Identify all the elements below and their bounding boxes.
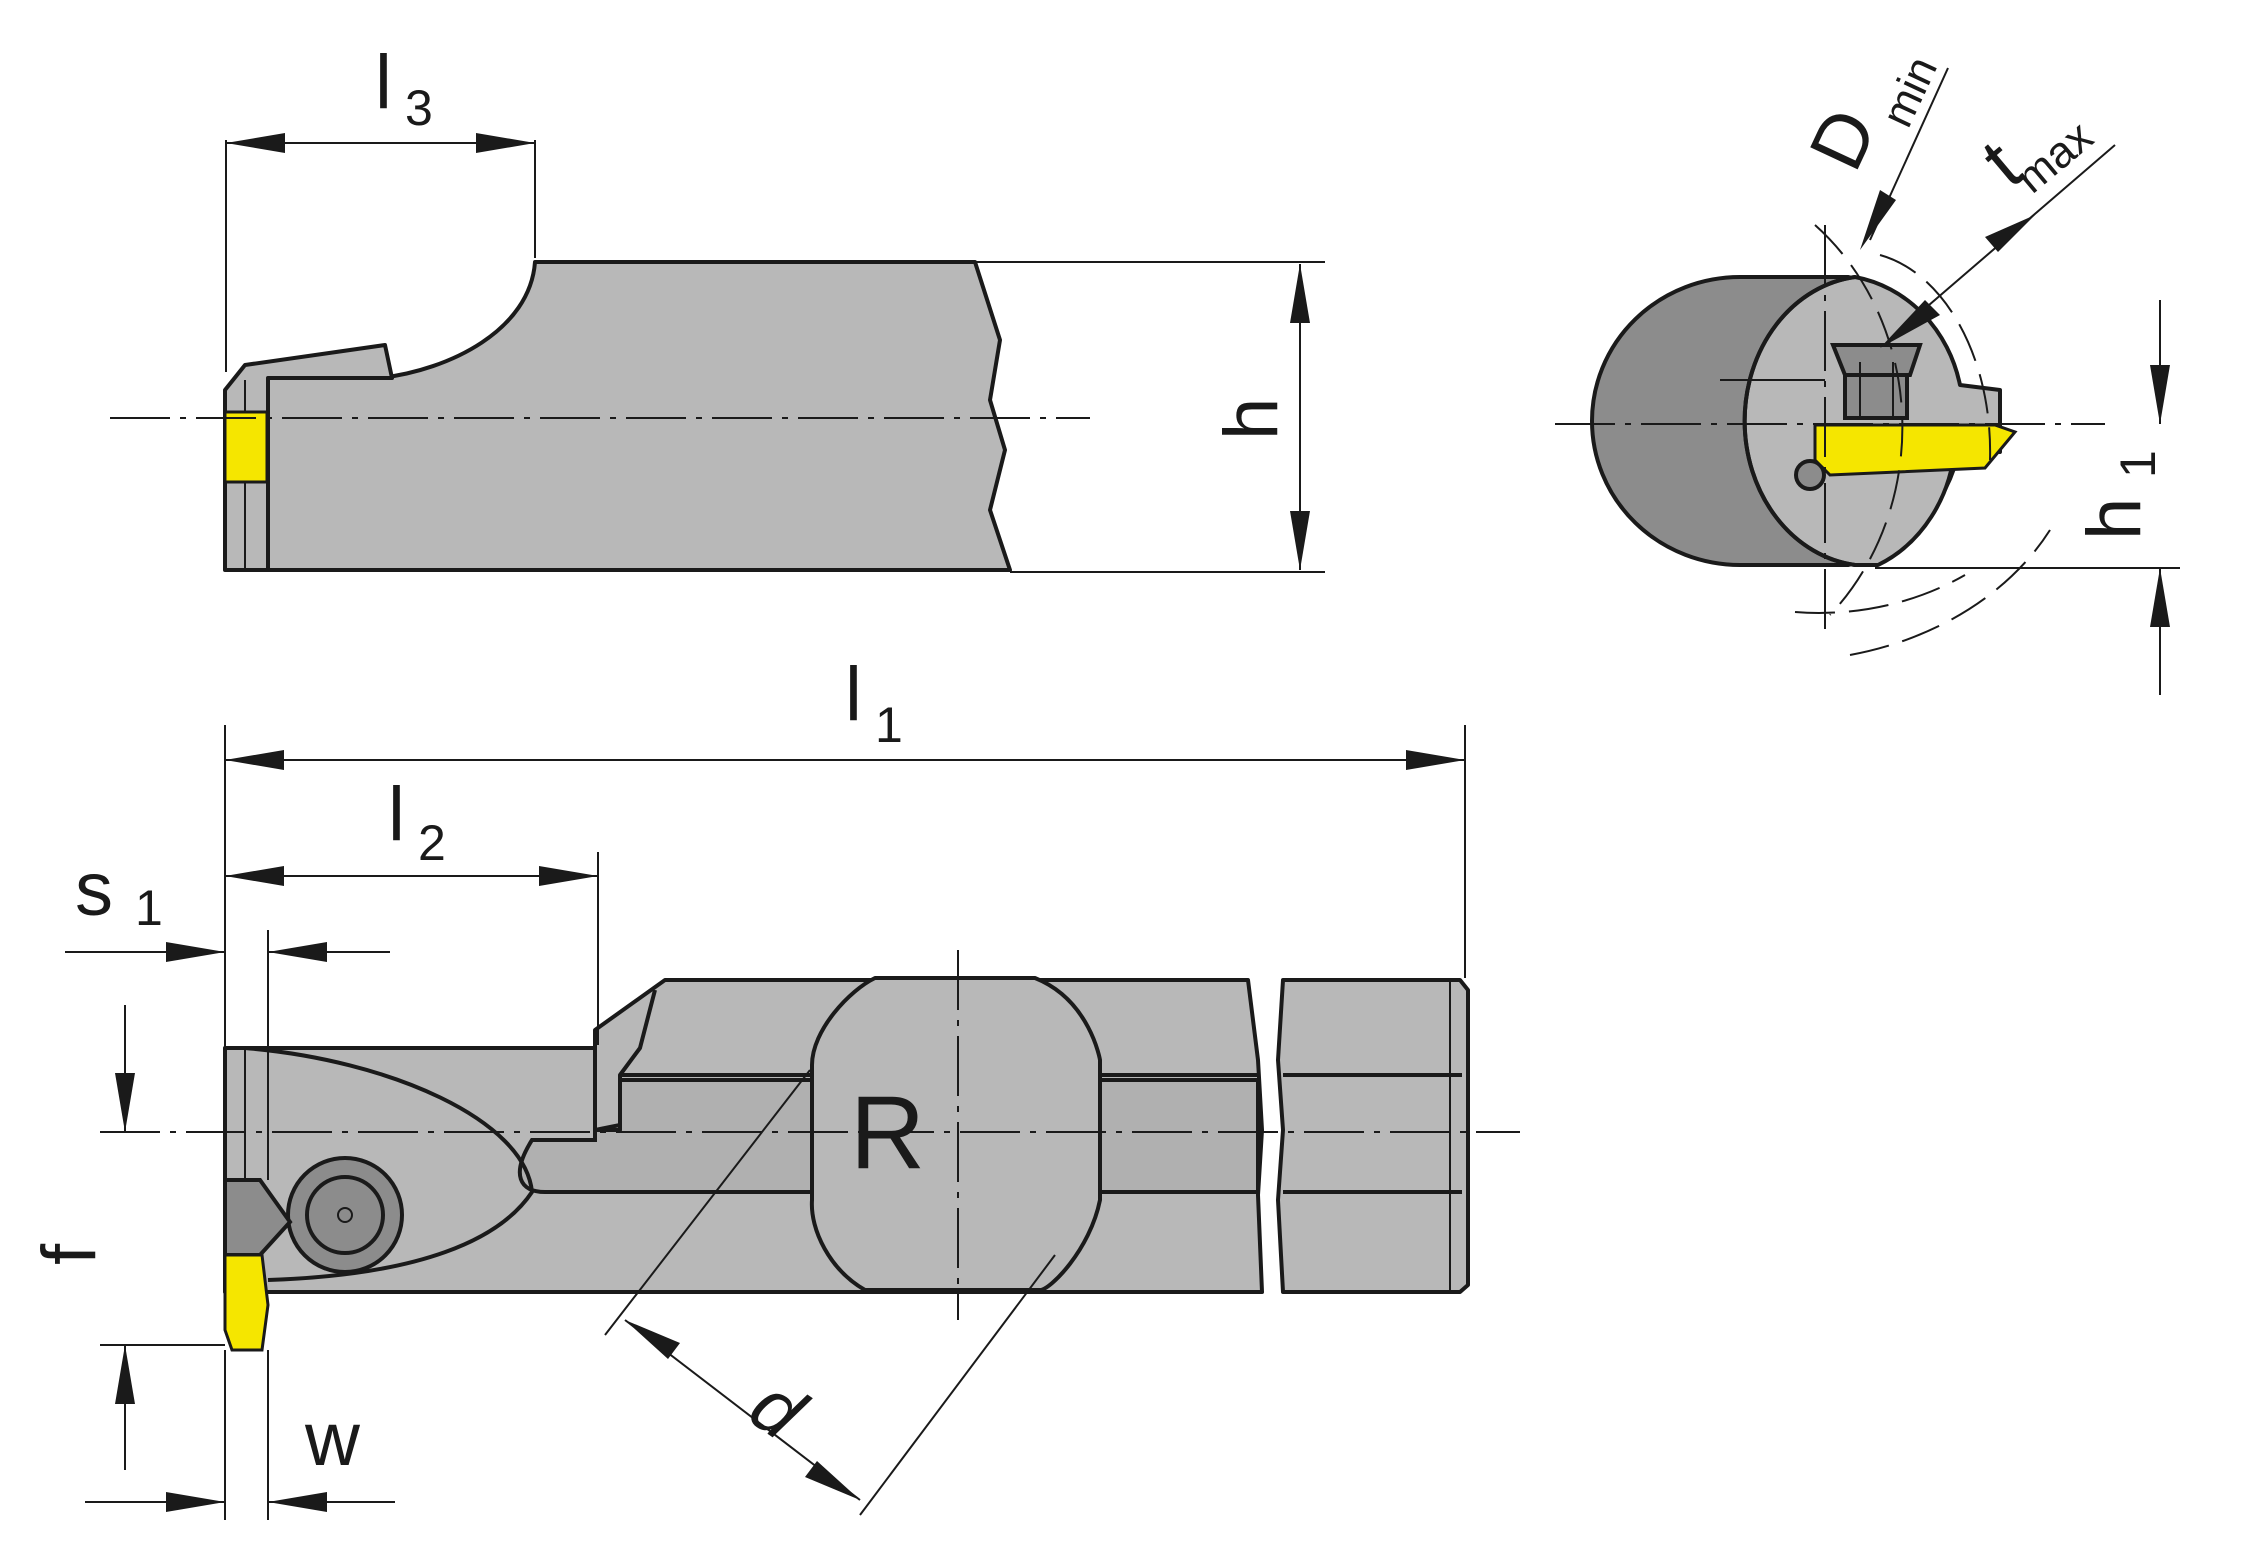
side-view-insert — [223, 410, 269, 484]
h1-label: h — [2072, 498, 2157, 540]
s1-subscript: 1 — [135, 880, 163, 936]
plan-view: R — [100, 950, 1520, 1352]
f-label: f — [27, 1243, 112, 1265]
dimension-w: w — [85, 1350, 395, 1520]
h1-subscript: 1 — [2110, 450, 2166, 478]
l2-subscript: 2 — [418, 815, 446, 871]
h-label: h — [1209, 398, 1294, 440]
l1-label: l — [845, 652, 862, 737]
dmin-subscript: min — [1873, 49, 1947, 134]
end-view-insert — [1813, 423, 2018, 477]
dimension-s1: s 1 — [65, 847, 390, 1180]
end-view-face — [1742, 275, 2002, 567]
dimension-h1: h 1 — [1875, 300, 2180, 695]
side-view — [110, 260, 1090, 572]
r-section — [809, 976, 1102, 1292]
l3-subscript: 3 — [405, 80, 433, 136]
dimension-l3: l 3 — [225, 40, 536, 372]
side-view-head — [223, 343, 394, 572]
l3-label: l — [375, 40, 392, 125]
plan-view-rear-body — [1276, 978, 1470, 1294]
side-view-body — [266, 260, 1012, 572]
dimension-f: f — [27, 1005, 225, 1470]
dimension-l2: l 2 — [225, 772, 599, 1045]
d-label: d — [735, 1362, 821, 1457]
dimension-h: h — [975, 261, 1325, 573]
l1-subscript: 1 — [875, 697, 903, 753]
plan-view-insert — [223, 1253, 270, 1352]
s1-label: s — [75, 847, 113, 932]
w-label: w — [304, 1397, 361, 1482]
l2-label: l — [388, 772, 405, 857]
end-view — [1555, 224, 2105, 656]
